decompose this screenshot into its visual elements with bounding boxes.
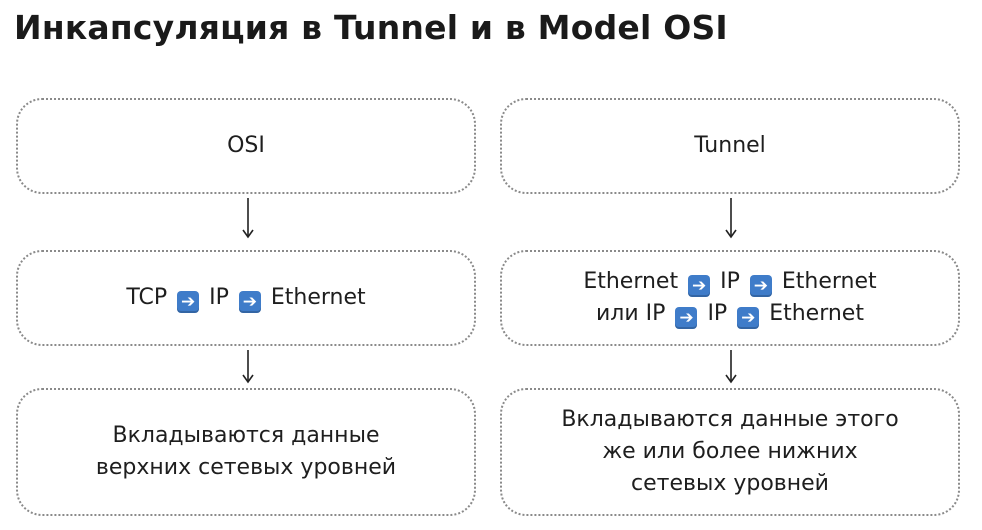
osi-encapsulation-line: TCP ➔ IP ➔ Ethernet <box>126 282 366 314</box>
osi-connector-2 <box>241 348 255 386</box>
osi-payload-line-1: Вкладываются данные <box>112 423 380 448</box>
osi-header-label: OSI <box>227 133 265 158</box>
tunnel-header-box: Tunnel <box>500 98 960 194</box>
arrow-down-icon <box>242 198 254 239</box>
arrow-right-icon: ➔ <box>675 307 698 329</box>
osi-connector-1 <box>241 196 255 242</box>
osi-part-ip: IP <box>209 285 229 310</box>
tunnel-payload-line-1: Вкладываются данные этого <box>561 407 899 432</box>
tunnel-payload-line-2: же или более нижних <box>602 439 858 464</box>
tunnel-encapsulation-line-2: или IP ➔ IP ➔ Ethernet <box>583 298 876 330</box>
osi-part-ethernet: Ethernet <box>270 285 366 310</box>
arrow-right-icon: ➔ <box>737 307 760 329</box>
tunnel-part-ip: IP <box>707 301 728 326</box>
tunnel-connector-2 <box>724 348 738 386</box>
tunnel-part-ip: IP <box>720 269 740 294</box>
arrow-down-icon <box>725 198 737 239</box>
tunnel-part-ethernet: Ethernet <box>583 269 679 294</box>
tunnel-payload-line-3: сетевых уровней <box>631 471 829 496</box>
arrow-right-icon: ➔ <box>688 275 711 297</box>
osi-payload-line-2: верхних сетевых уровней <box>95 455 397 480</box>
osi-encapsulation-box: TCP ➔ IP ➔ Ethernet <box>16 250 476 346</box>
arrow-down-icon <box>725 350 737 384</box>
tunnel-alt-prefix: или <box>596 301 639 326</box>
tunnel-header-label: Tunnel <box>694 133 766 158</box>
tunnel-encapsulation-box: Ethernet ➔ IP ➔ Ethernet или IP ➔ IP ➔ E… <box>500 250 960 346</box>
osi-payload-box: Вкладываются данные верхних сетевых уров… <box>16 388 476 516</box>
osi-part-tcp: TCP <box>126 285 168 310</box>
tunnel-encapsulation-line-1: Ethernet ➔ IP ➔ Ethernet <box>583 266 877 298</box>
tunnel-part-ethernet: Ethernet <box>769 301 864 326</box>
page-title: Инкапсуляция в Tunnel и в Model OSI <box>14 8 728 47</box>
tunnel-part-ethernet: Ethernet <box>781 269 877 294</box>
tunnel-part-ip: IP <box>645 301 666 326</box>
tunnel-connector-1 <box>724 196 738 242</box>
arrow-right-icon: ➔ <box>749 275 772 297</box>
osi-header-box: OSI <box>16 98 476 194</box>
arrow-right-icon: ➔ <box>177 291 200 313</box>
arrow-right-icon: ➔ <box>238 291 261 313</box>
tunnel-payload-box: Вкладываются данные этого же или более н… <box>500 388 960 516</box>
arrow-down-icon <box>242 350 254 384</box>
